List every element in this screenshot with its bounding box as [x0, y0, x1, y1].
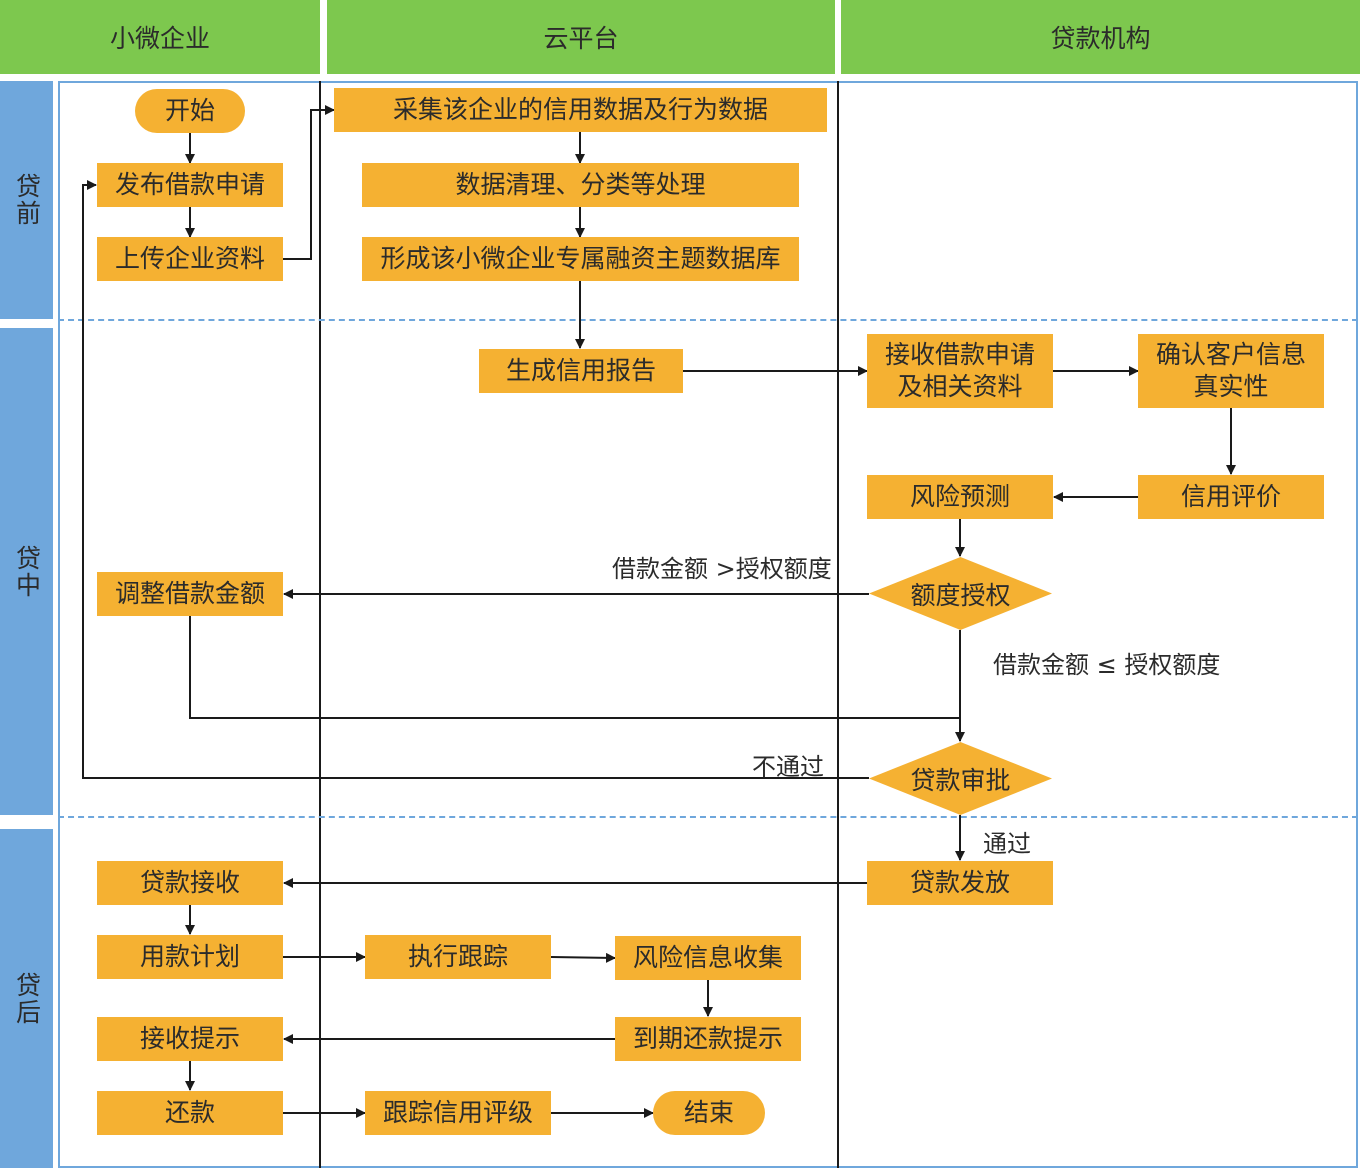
node-receive-request: 接收借款申请 及相关资料 — [867, 334, 1053, 408]
node-build-db: 形成该小微企业专属融资主题数据库 — [362, 237, 799, 281]
node-publish-request: 发布借款申请 — [97, 163, 283, 207]
node-risk-predict: 风险预测 — [867, 475, 1053, 519]
lane-divider-2 — [837, 81, 839, 1168]
lane-header-platform: 云平台 — [327, 0, 835, 74]
node-risk-collect: 风险信息收集 — [615, 936, 801, 980]
lane-divider-1 — [319, 81, 321, 1168]
node-start: 开始 — [135, 89, 245, 133]
phase-divider-1 — [58, 319, 1358, 321]
decision-loan-approval-label: 贷款审批 — [910, 765, 1011, 795]
node-adjust-amount: 调整借款金额 — [97, 572, 283, 616]
node-credit-eval: 信用评价 — [1138, 475, 1324, 519]
lane-header-lender: 贷款机构 — [841, 0, 1360, 74]
phase-divider-2 — [58, 816, 1358, 818]
node-exec-track: 执行跟踪 — [365, 935, 551, 979]
swimlane-frame — [58, 81, 1358, 1168]
edge-reject-publish — [82, 180, 869, 779]
decision-quota-auth-label: 额度授权 — [910, 580, 1011, 610]
node-repay: 还款 — [97, 1091, 283, 1135]
edge-upload-collect — [283, 105, 335, 260]
edge-label-approved: 通过 — [983, 830, 1031, 858]
node-end: 结束 — [653, 1091, 765, 1135]
edge-label-over-quota: 借款金额 >授权额度 — [612, 555, 832, 583]
decision-quota-auth: 额度授权 — [869, 557, 1052, 630]
edge-label-rejected: 不通过 — [752, 753, 824, 781]
phase-header-post: 贷后 — [0, 829, 53, 1168]
phase-header-mid: 贷中 — [0, 328, 53, 815]
node-upload-docs: 上传企业资料 — [97, 237, 283, 281]
edge-label-within-quota: 借款金额 ≤ 授权额度 — [993, 651, 1221, 679]
node-loan-receive: 贷款接收 — [97, 861, 283, 905]
node-loan-issue: 贷款发放 — [867, 861, 1053, 905]
phase-header-pre: 贷前 — [0, 81, 53, 319]
node-track-rating: 跟踪信用评级 — [365, 1091, 551, 1135]
node-due-reminder: 到期还款提示 — [615, 1017, 801, 1061]
edge-track-risk — [550, 952, 616, 963]
node-receive-reminder: 接收提示 — [97, 1017, 283, 1061]
node-usage-plan: 用款计划 — [97, 935, 283, 979]
node-clean-data: 数据清理、分类等处理 — [362, 163, 799, 207]
node-collect-data: 采集该企业的信用数据及行为数据 — [334, 88, 827, 132]
node-gen-report: 生成信用报告 — [479, 349, 683, 393]
edge-adjust-approval — [189, 616, 960, 719]
lane-header-enterprise: 小微企业 — [0, 0, 320, 74]
node-confirm-info: 确认客户信息 真实性 — [1138, 334, 1324, 408]
decision-loan-approval: 贷款审批 — [869, 742, 1052, 815]
